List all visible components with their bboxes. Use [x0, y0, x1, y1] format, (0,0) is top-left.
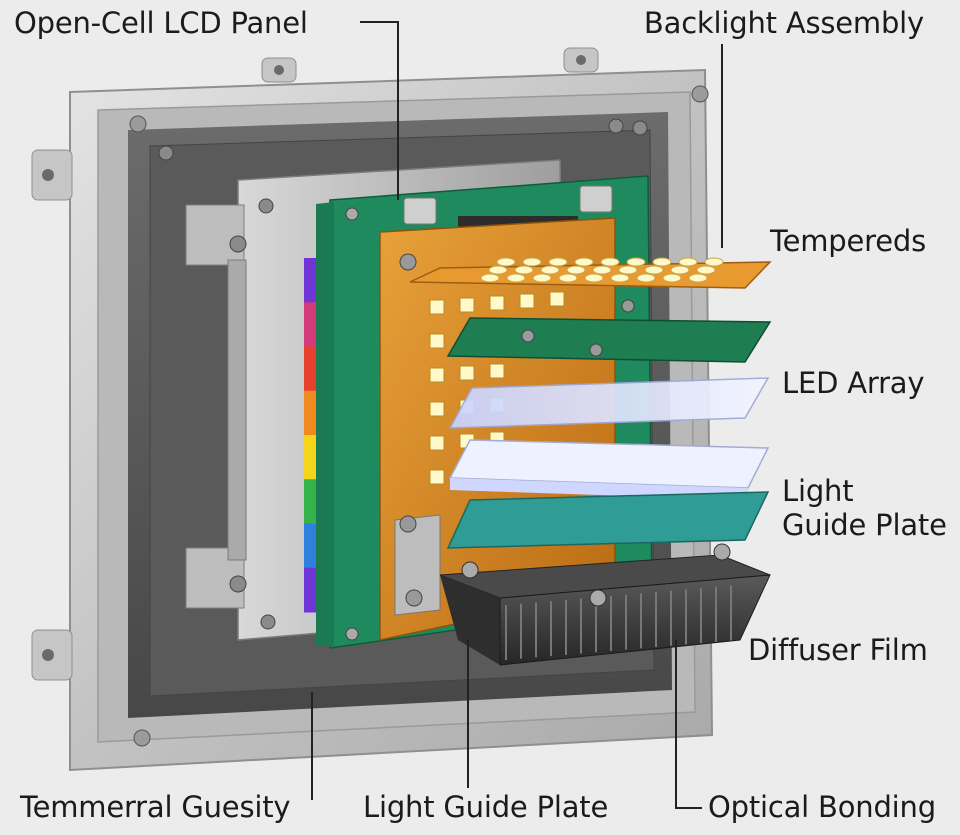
light-guide-plate-lower: [448, 439, 770, 500]
light-guide-plate-upper: [448, 377, 770, 429]
top-led: [548, 257, 568, 267]
top-led: [618, 265, 638, 275]
top-led: [626, 257, 646, 267]
top-led: [480, 273, 500, 283]
flex-led: [429, 333, 445, 349]
top-led: [496, 257, 516, 267]
label-backlight-assembly: Backlight Assembly: [643, 6, 924, 40]
top-led: [522, 257, 542, 267]
flex-led: [489, 363, 505, 379]
top-led: [696, 265, 716, 275]
top-led: [678, 257, 698, 267]
top-led: [532, 273, 552, 283]
top-led: [558, 273, 578, 283]
flex-led: [489, 295, 505, 311]
heatsink: [439, 543, 771, 666]
label-light-guide-plate-right: Light Guide Plate: [782, 474, 947, 542]
top-led: [688, 273, 708, 283]
heatsink-fins: [505, 585, 732, 660]
flex-led: [519, 293, 535, 309]
top-led: [566, 265, 586, 275]
leader-lines: [311, 21, 723, 809]
label-optical-bonding: Optical Bonding: [708, 790, 936, 824]
top-led: [670, 265, 690, 275]
label-diffuser-film: Diffuser Film: [748, 633, 928, 667]
top-led: [506, 273, 526, 283]
flex-led: [429, 435, 445, 451]
flex-led: [429, 401, 445, 417]
top-led: [592, 265, 612, 275]
top-led: [600, 257, 620, 267]
top-led: [610, 273, 630, 283]
top-led: [704, 257, 724, 267]
top-led: [652, 257, 672, 267]
label-light-guide-plate-right-line-2: Guide Plate: [782, 508, 947, 542]
flex-led: [459, 365, 475, 381]
top-led: [636, 273, 656, 283]
diffuser-film-layer: [446, 491, 770, 549]
top-led: [662, 273, 682, 283]
flex-led: [459, 297, 475, 313]
top-led: [540, 265, 560, 275]
top-led: [644, 265, 664, 275]
top-led: [514, 265, 534, 275]
top-layer-leds: [480, 257, 724, 283]
flex-led: [549, 291, 565, 307]
led-array-board: [446, 299, 772, 363]
label-light-guide-plate-bottom: Light Guide Plate: [363, 790, 609, 824]
label-led-array: LED Array: [782, 366, 925, 400]
top-led: [574, 257, 594, 267]
label-temmerral-guesity: Temmerral Guesity: [20, 790, 291, 824]
label-light-guide-plate-right-line-1: Light: [782, 474, 854, 508]
label-open-cell-lcd-panel: Open-Cell LCD Panel: [14, 6, 308, 40]
top-led: [488, 265, 508, 275]
flex-led: [429, 299, 445, 315]
flex-led: [429, 367, 445, 383]
label-tempereds: Tempereds: [770, 224, 926, 258]
flex-led: [429, 469, 445, 485]
top-led: [584, 273, 604, 283]
